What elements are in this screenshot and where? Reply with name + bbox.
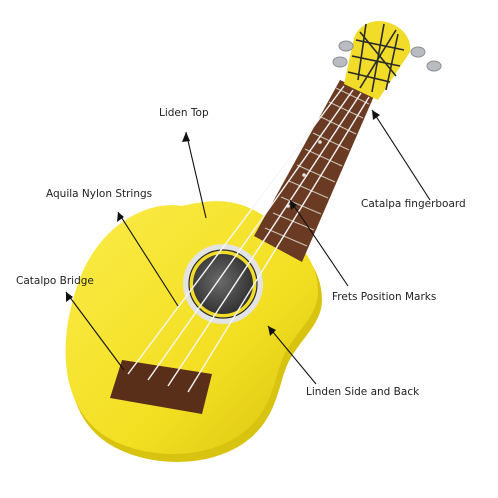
pointer-arrowheads	[66, 110, 380, 336]
label-linden-side-and-back: Linden Side and Back	[306, 386, 420, 398]
pointer-fingerboard	[371, 109, 431, 201]
pointer-lines	[65, 109, 431, 385]
label-frets-position-marks: Frets Position Marks	[332, 291, 437, 303]
pointer-top	[185, 131, 207, 219]
label-liden-top: Liden Top	[159, 107, 209, 119]
label-aquila-nylon-strings: Aquila Nylon Strings	[46, 188, 153, 200]
pointer-side	[267, 325, 317, 385]
pointer-bridge	[65, 291, 125, 371]
label-catalpa-fingerboard: Catalpa fingerboard	[361, 198, 466, 210]
sound-hole	[193, 254, 253, 314]
pointer-frets	[289, 199, 349, 287]
fingerboard	[254, 80, 374, 262]
tuner-pegs	[332, 40, 442, 72]
strings	[127, 85, 370, 393]
bridge	[110, 360, 212, 414]
pointer-strings	[117, 211, 179, 307]
headstock-pattern	[347, 23, 405, 93]
label-catalpo-bridge: Catalpo Bridge	[16, 275, 94, 287]
